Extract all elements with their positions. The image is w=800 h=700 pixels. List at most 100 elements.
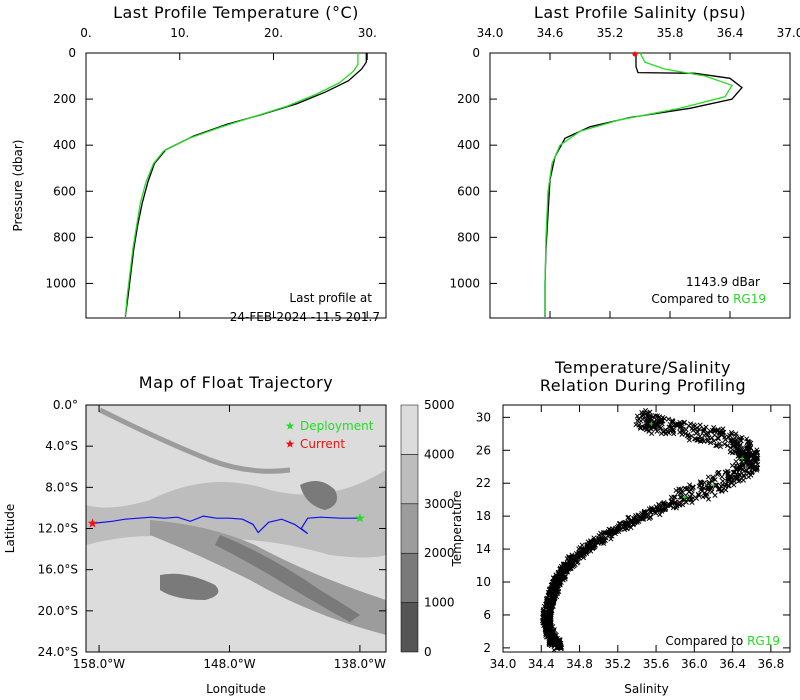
compare-prefix: Compared to (665, 634, 747, 648)
current-star-icon (87, 518, 98, 528)
ts-observation-point (697, 433, 703, 439)
ts-observation-point (744, 444, 750, 451)
temperature-ytick-label: 1000 (45, 276, 76, 290)
ts-observation-point (690, 484, 696, 490)
ts-observation-point (665, 416, 672, 422)
colorbar-label: 3000 (424, 497, 455, 511)
ts-observation-point (711, 425, 717, 431)
ts-observation-point (560, 568, 566, 574)
ts-observation-point (709, 489, 715, 495)
ts-observation-point (729, 463, 735, 469)
ts-compare-note: Compared to RG19 (665, 634, 780, 648)
temperature-argo-line (124, 53, 367, 317)
ts-observation-point (623, 520, 629, 526)
ts-observation-point (743, 450, 749, 456)
salinity-xtick-label: 34.6 (537, 26, 564, 40)
ts-observation-point (643, 509, 649, 515)
bathymetry-deep-south (86, 536, 386, 652)
ts-observation-point (726, 434, 732, 440)
ts-observation-point (632, 519, 638, 525)
ts-ytick-label: 26 (476, 443, 491, 457)
ts-observation-point (669, 418, 675, 424)
ts-observation-point (685, 486, 691, 492)
ts-observation-point (730, 469, 736, 475)
temperature-axis-label: Temperature (450, 490, 464, 567)
map-xtick-label: 138.0°W (334, 657, 386, 671)
ts-panel-title-line1: Temperature/Salinity (554, 358, 731, 377)
deployment-legend-star-icon (285, 421, 295, 430)
ts-observation-point (701, 432, 707, 439)
ts-observation-point (656, 501, 662, 507)
ts-xtick-label: 36.8 (758, 657, 785, 671)
colorbar-swatch (400, 552, 419, 603)
salinity-ytick-label: 200 (457, 92, 480, 106)
ts-observation-point (670, 427, 676, 433)
ts-observation-point (748, 472, 754, 478)
ts-observation-point (711, 438, 717, 444)
ts-observation-point (549, 633, 555, 639)
ts-observation-point (737, 442, 743, 448)
float-trajectory-line (92, 515, 360, 535)
ts-observation-point (578, 546, 585, 552)
ts-observation-point (672, 500, 678, 506)
ts-observation-point (737, 435, 743, 441)
ts-observation-point (727, 449, 733, 455)
ts-observation-point (689, 491, 695, 497)
bathymetry-seamount-north (300, 481, 338, 510)
ts-ytick-label: 6 (483, 608, 491, 622)
ts-climatology-point (711, 482, 716, 487)
temperature-profile-panel: Last Profile Temperature (°C)0.10.20.30.… (11, 3, 380, 324)
ts-observation-point (583, 549, 589, 555)
ts-observation-point (730, 442, 736, 448)
ts-observation-point (637, 424, 643, 430)
ts-observation-point (620, 524, 626, 530)
ts-observation-point (740, 463, 746, 469)
ts-observation-point (658, 430, 664, 436)
map-ytick-label: 12.0°S (38, 522, 78, 536)
ts-observation-point (657, 512, 663, 518)
ts-observation-point (755, 462, 761, 468)
ts-observation-point (734, 447, 740, 453)
ts-observation-point (673, 505, 679, 511)
ts-observation-point (730, 443, 736, 449)
ts-observation-point (672, 499, 678, 505)
temperature-panel-frame (85, 52, 387, 319)
ts-xtick-label: 34.4 (528, 657, 555, 671)
ts-observation-point (591, 537, 597, 543)
ts-observation-point (687, 482, 693, 488)
ts-observation-point (706, 484, 712, 491)
ts-observation-point (744, 436, 750, 442)
deployment-star-icon (355, 513, 365, 523)
ts-observation-point (661, 428, 668, 434)
colorbar-label: 2000 (424, 546, 455, 560)
ts-observation-point (741, 473, 747, 479)
temperature-ytick-label: 200 (53, 92, 76, 106)
ts-observations (539, 407, 761, 653)
salinity-depth-note: 1143.9 dBar (686, 275, 760, 289)
ts-observation-point (695, 437, 701, 443)
ts-observation-point (553, 639, 559, 645)
ts-observation-point (658, 418, 664, 424)
salinity-ytick-label: 0 (472, 46, 480, 60)
ts-panel-frame (502, 404, 791, 653)
ts-observation-point (546, 591, 552, 598)
ts-observation-point (584, 544, 590, 550)
colorbar-label: 4000 (424, 447, 455, 461)
map-ytick-label: 24.0°S (38, 645, 78, 659)
ts-observation-point (671, 494, 677, 500)
ts-observation-point (624, 520, 631, 526)
ts-observation-point (632, 517, 638, 524)
salinity-ytick-label: 400 (457, 138, 480, 152)
bathymetry-seamount-south (160, 573, 219, 600)
ts-xtick-label: 36.0 (681, 657, 708, 671)
ts-observation-point (706, 434, 712, 441)
temperature-panel-title: Last Profile Temperature (°C) (113, 3, 359, 22)
ts-observation-point (626, 514, 632, 520)
ts-observation-point (558, 573, 564, 579)
ts-observation-point (580, 555, 587, 561)
ts-observation-point (543, 601, 549, 607)
map-ytick-label: 4.0°S (45, 439, 78, 453)
ts-climatology-point (682, 495, 687, 500)
